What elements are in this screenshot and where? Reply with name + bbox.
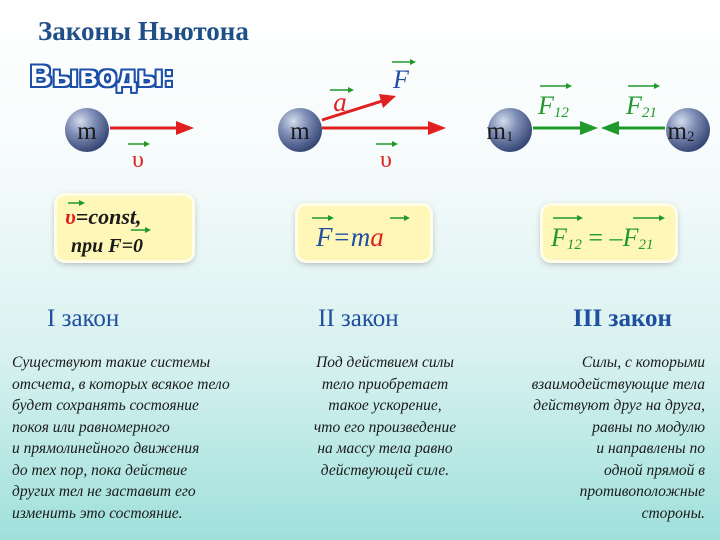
force-label: F — [392, 65, 410, 94]
acceleration-label: a — [333, 87, 347, 117]
law2-eq: =m — [333, 222, 371, 252]
force21-vector-tip — [654, 83, 660, 89]
velocity-label-1: υ — [132, 147, 144, 173]
svg-text:при F=0: при F=0 — [71, 235, 143, 257]
law3-sub12: 12 — [567, 237, 583, 253]
law3-f12: F — [550, 223, 568, 252]
law3-f21: F — [622, 223, 640, 252]
law1-text: Существуют такие системы отсчета, в кото… — [12, 352, 230, 524]
law2-force: F — [315, 222, 333, 252]
svg-text:F12 = –F21: F12 = –F21 — [550, 223, 653, 253]
force-arrow-2 — [322, 121, 446, 135]
law2-acceleration: a — [370, 222, 384, 252]
force12-arrow — [533, 121, 598, 135]
mass-label-1: m — [77, 118, 97, 145]
law3-eq: = – — [582, 223, 624, 252]
law2-text: Под действием силы тело приобретает тако… — [285, 352, 485, 481]
law1-force: F — [107, 235, 122, 257]
law2-formula: F=ma — [298, 206, 430, 260]
law1-velocity: υ — [65, 204, 76, 229]
law2-heading: II закон — [318, 305, 399, 333]
force21-arrow — [601, 121, 665, 135]
force21-label: F21 — [625, 91, 657, 121]
force12-vector-tip — [566, 83, 572, 89]
velocity-vector-tip-2 — [392, 141, 398, 147]
law1-zero: =0 — [122, 235, 143, 257]
law3-text: Силы, с которыми взаимодействующие тела … — [495, 352, 705, 524]
law1-formula: υ=const, при F=0 — [57, 196, 192, 260]
velocity-label-2: υ — [380, 147, 392, 173]
svg-text:F=ma: F=ma — [315, 222, 384, 252]
velocity-vector-tip-1 — [144, 141, 150, 147]
law1-condition-prefix: при — [71, 235, 108, 257]
law3-sub21: 21 — [638, 237, 653, 253]
force-vector-tip — [410, 59, 416, 65]
law2-formula-box: F=ma — [298, 206, 430, 260]
law1-heading: I закон — [47, 305, 119, 333]
law1-formula-box: υ=const, при F=0 — [57, 196, 192, 260]
law1-const: =const, — [76, 204, 142, 229]
law3-formula-box: F12 = –F21 — [543, 206, 675, 260]
force12-label: F12 — [537, 91, 569, 121]
svg-text:υ=const,: υ=const, — [65, 204, 142, 229]
acceleration-vector-tip — [348, 87, 354, 93]
law3-formula: F12 = –F21 — [543, 206, 675, 260]
mass-label-2: m — [290, 118, 310, 145]
velocity-arrow-1 — [110, 121, 194, 135]
law3-heading: III закон — [573, 305, 672, 333]
